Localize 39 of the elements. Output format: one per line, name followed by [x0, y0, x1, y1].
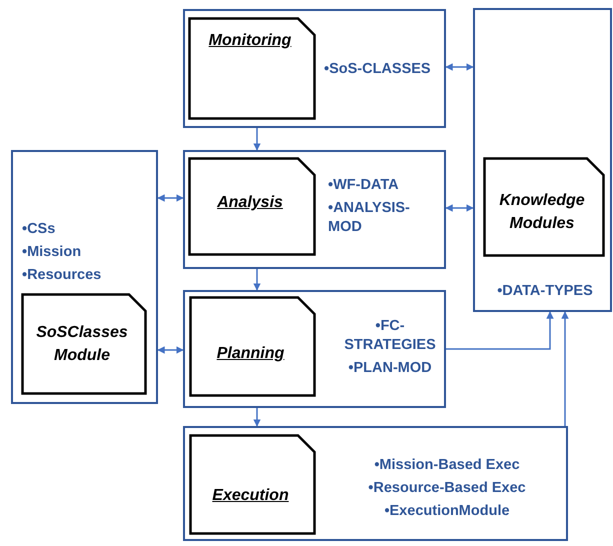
- module-panel: [473, 8, 612, 312]
- arrow: [253, 408, 261, 427]
- arrow: [157, 194, 184, 202]
- module-panel: [183, 426, 568, 541]
- document-card: [21, 293, 147, 395]
- module-panel: [11, 150, 158, 404]
- module-title: Monitoring: [208, 31, 292, 51]
- arrow: [253, 269, 261, 291]
- bullet-item: •Mission-Based Exec: [374, 456, 520, 475]
- bullet-item: •ExecutionModule: [384, 502, 510, 521]
- arrow: [157, 346, 184, 354]
- document-card: [188, 157, 316, 256]
- arrow: [445, 204, 474, 212]
- arrow: [445, 63, 474, 71]
- arrow: [253, 128, 261, 151]
- arrow: [446, 311, 554, 350]
- bullet-item: •Resources: [22, 266, 102, 285]
- bullet-item: •DATA-TYPES: [497, 282, 593, 301]
- bullet-item: •ANALYSIS-MOD: [328, 198, 411, 237]
- module-panel: [183, 290, 446, 408]
- document-card: [189, 296, 316, 397]
- bullet-item: •FC-STRATEGIES: [343, 317, 437, 355]
- bullet-item: •SoS-CLASSES: [324, 60, 431, 79]
- bullet-item: •PLAN-MOD: [348, 358, 432, 378]
- arrow: [561, 311, 569, 426]
- bullet-item: •CSs: [22, 220, 56, 239]
- document-card: [188, 17, 316, 120]
- document-card: [483, 157, 605, 257]
- module-title: SoSClasses Module: [35, 323, 129, 366]
- bullet-item: •Resource-Based Exec: [368, 478, 526, 498]
- module-title: Analysis: [216, 193, 284, 213]
- module-title: Knowledge Modules: [498, 191, 586, 234]
- module-panel: [183, 150, 446, 269]
- bullet-item: •Mission: [22, 242, 82, 262]
- bullet-item: •WF-DATA: [328, 176, 399, 195]
- module-title: Planning: [216, 344, 286, 364]
- module-title: Execution: [211, 486, 290, 506]
- document-card: [189, 434, 316, 535]
- module-panel: [183, 9, 446, 128]
